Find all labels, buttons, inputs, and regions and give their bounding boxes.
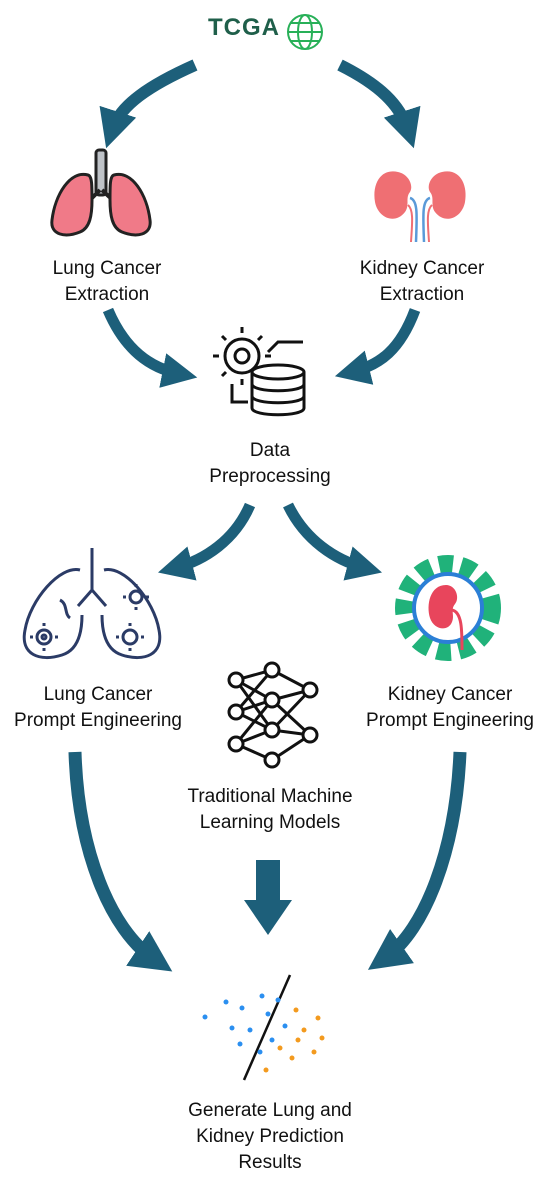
arrow-ml-to-results xyxy=(244,860,292,935)
lung-extraction-label: Lung Cancer Extraction xyxy=(52,258,162,305)
arrow-lung-prompt-to-results xyxy=(68,751,173,972)
arrow-preprocessing-to-kidney-prompt xyxy=(283,502,383,581)
lungs-icon xyxy=(50,148,152,237)
tcga-title: TCGA xyxy=(208,14,280,41)
results-label: Generate Lung and Kidney Prediction Resu… xyxy=(188,1100,352,1173)
kidney-gear-icon xyxy=(395,555,501,661)
preprocessing-label: Data Preprocessing xyxy=(209,440,331,487)
globe-icon xyxy=(287,14,323,50)
scatter-plot-icon xyxy=(202,974,325,1081)
lungs-gears-icon xyxy=(22,548,162,660)
arrow-tcga-to-kidney xyxy=(337,59,421,149)
kidney-prompt-label: Kidney Cancer Prompt Engineering xyxy=(366,684,534,731)
neural-network-icon xyxy=(227,661,319,769)
arrow-tcga-to-lung xyxy=(99,59,198,149)
kidneys-icon xyxy=(374,171,466,243)
lung-prompt-label: Lung Cancer Prompt Engineering xyxy=(14,684,182,731)
arrow-kidney-to-preprocessing xyxy=(334,308,421,385)
database-gear-icon xyxy=(213,327,306,417)
arrow-lung-to-preprocessing xyxy=(102,307,198,388)
kidney-extraction-label: Kidney Cancer Extraction xyxy=(359,258,485,305)
arrow-kidney-prompt-to-results xyxy=(367,751,467,970)
ml-models-label: Traditional Machine Learning Models xyxy=(187,786,353,833)
arrow-preprocessing-to-lung-prompt xyxy=(157,502,256,581)
